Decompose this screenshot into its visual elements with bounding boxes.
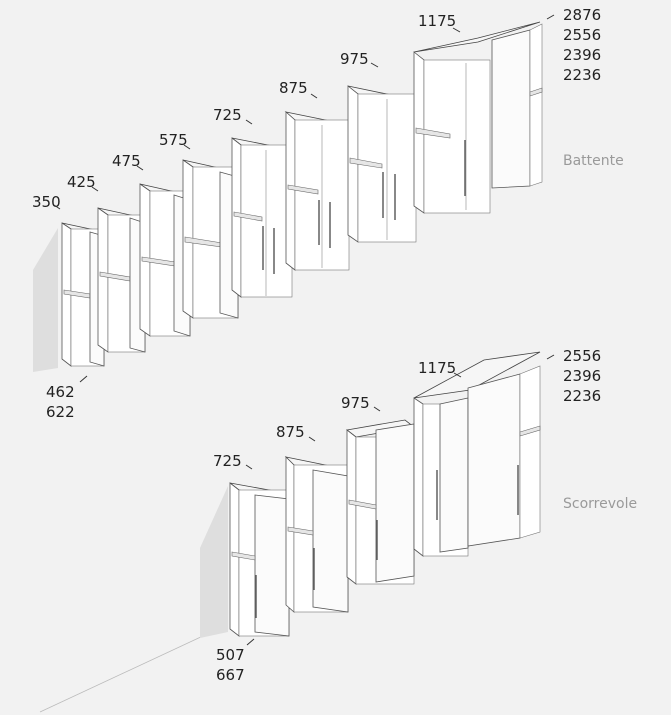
cabinet-battente-875 bbox=[284, 111, 351, 271]
scorrevole-height-labels: 2556 2396 2236 bbox=[546, 347, 601, 405]
cabinet-battente-975 bbox=[347, 85, 417, 243]
scorrevole-height-2556: 2556 bbox=[563, 347, 601, 365]
scorrevole-depth-667: 667 bbox=[216, 666, 245, 684]
battente-width-975: 975 bbox=[340, 50, 369, 68]
scorrevole-depth-labels: 507 667 bbox=[216, 638, 255, 684]
scorrevole-width-875: 875 bbox=[276, 423, 305, 441]
scorrevole-height-2396: 2396 bbox=[563, 367, 601, 385]
battente-height-2396: 2396 bbox=[563, 46, 601, 64]
cabinet-battente-475 bbox=[139, 183, 191, 337]
battente-shadow bbox=[33, 228, 58, 372]
scorrevole-type-label: Scorrevole bbox=[563, 496, 637, 512]
cabinet-battente-1175 bbox=[413, 21, 543, 214]
scorrevole-width-labels: 725 875 975 1175 bbox=[213, 359, 462, 470]
battente-width-575: 575 bbox=[159, 131, 188, 149]
cabinet-scorrevole-1175 bbox=[413, 351, 541, 557]
battente-height-2876: 2876 bbox=[563, 6, 601, 24]
battente-width-475: 475 bbox=[112, 152, 141, 170]
battente-depth-462: 462 bbox=[46, 383, 75, 401]
battente-width-425: 425 bbox=[67, 173, 96, 191]
cabinet-battente-425 bbox=[97, 207, 146, 353]
battente-type-label: Battente bbox=[563, 153, 624, 169]
battente-width-725: 725 bbox=[213, 106, 242, 124]
scorrevole-width-975: 975 bbox=[341, 394, 370, 412]
battente-height-2236: 2236 bbox=[563, 66, 601, 84]
battente-depth-labels: 462 622 bbox=[46, 375, 88, 421]
floor-line bbox=[39, 634, 206, 713]
cabinet-scorrevole-725 bbox=[229, 482, 290, 637]
scorrevole-height-2236: 2236 bbox=[563, 387, 601, 405]
battente-height-labels: 2876 2556 2396 2236 bbox=[546, 6, 601, 84]
scorrevole-cabinets bbox=[200, 351, 541, 638]
battente-width-350: 350 bbox=[32, 193, 61, 211]
battente-width-1175: 1175 bbox=[418, 12, 456, 30]
battente-height-2556: 2556 bbox=[563, 26, 601, 44]
battente-cabinets bbox=[33, 21, 543, 372]
battente-depth-622: 622 bbox=[46, 403, 75, 421]
scorrevole-width-1175: 1175 bbox=[418, 359, 456, 377]
scorrevole-width-725: 725 bbox=[213, 452, 242, 470]
cabinet-battente-575 bbox=[182, 159, 239, 319]
cabinet-scorrevole-875 bbox=[284, 456, 350, 613]
cabinet-battente-725 bbox=[231, 137, 294, 298]
scorrevole-shadow bbox=[200, 486, 228, 638]
battente-width-875: 875 bbox=[279, 79, 308, 97]
cabinet-scorrevole-975 bbox=[346, 419, 415, 585]
battente-width-labels: 350 425 475 575 725 875 975 1175 bbox=[32, 12, 461, 211]
scorrevole-depth-507: 507 bbox=[216, 646, 245, 664]
